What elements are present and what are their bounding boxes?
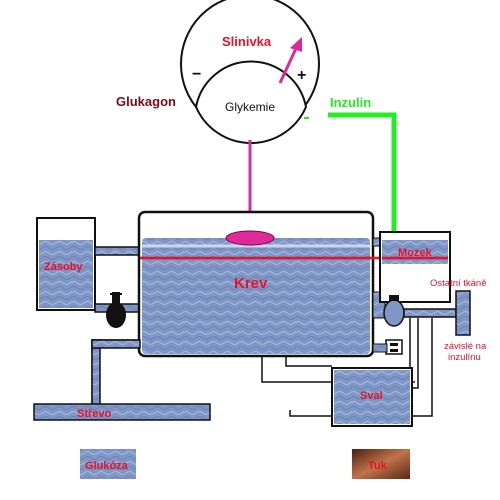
stores-valve-stem [112,292,120,304]
muscle-label: Sval [360,390,383,402]
muscle-tank-water [334,370,410,424]
intestine-label: Střevo [77,408,112,420]
muscle-return-pipe [412,318,433,417]
muscle-valve-mark-1 [390,343,398,346]
blood-tank-water [142,238,370,354]
intestine-tank [33,403,211,421]
brain-label: Mozek [398,247,433,259]
stores-tank-water [39,240,93,308]
legend-fat-swatch [352,449,410,479]
gauge-plus: + [297,67,306,84]
legend-fat-label: Tuk [368,460,388,472]
blood-float [225,230,275,246]
glucagon-label: Glukagon [116,94,176,109]
gauge-needle-head [290,37,302,52]
insulin-label: Inzulin [330,95,371,110]
stores-pipe-upper [94,246,142,256]
stores-valve [106,302,126,328]
insulin-dependent-label-2: inzulínu [448,352,481,363]
glycemia-chamber [194,60,308,145]
stores-label: Zásoby [44,261,83,273]
glycemia-label: Glykemie [225,100,275,114]
legend-glucose-label: Glukóza [85,460,129,472]
gauge-needle [278,43,300,84]
gauge-minus: − [192,66,201,83]
legend-glucose-swatch [80,449,136,479]
muscle-valve-mark-2 [390,349,398,352]
fat-pipe-bottom [289,410,332,417]
insulin-dependent-label-1: závislé na [444,341,487,352]
insulin-valve-cap [389,295,399,301]
other-tissues-pipe [403,308,457,318]
insulin-valve [383,299,405,327]
fat-pipe-top [261,356,332,383]
blood-outlet-pipe [372,343,388,353]
other-tissues-tank [455,290,471,336]
intestine-pipe-vertical [91,339,101,405]
other-tissues-label: Ostatní tkáně [430,278,487,289]
blood-label: Krev [234,275,268,292]
muscle-feed-pipe-2 [412,318,419,389]
intestine-pipe-horizontal [91,339,141,349]
fat-pipe-inner [285,356,332,367]
brain-tank-water [382,240,448,264]
pancreas-label: Slinivka [222,34,272,49]
